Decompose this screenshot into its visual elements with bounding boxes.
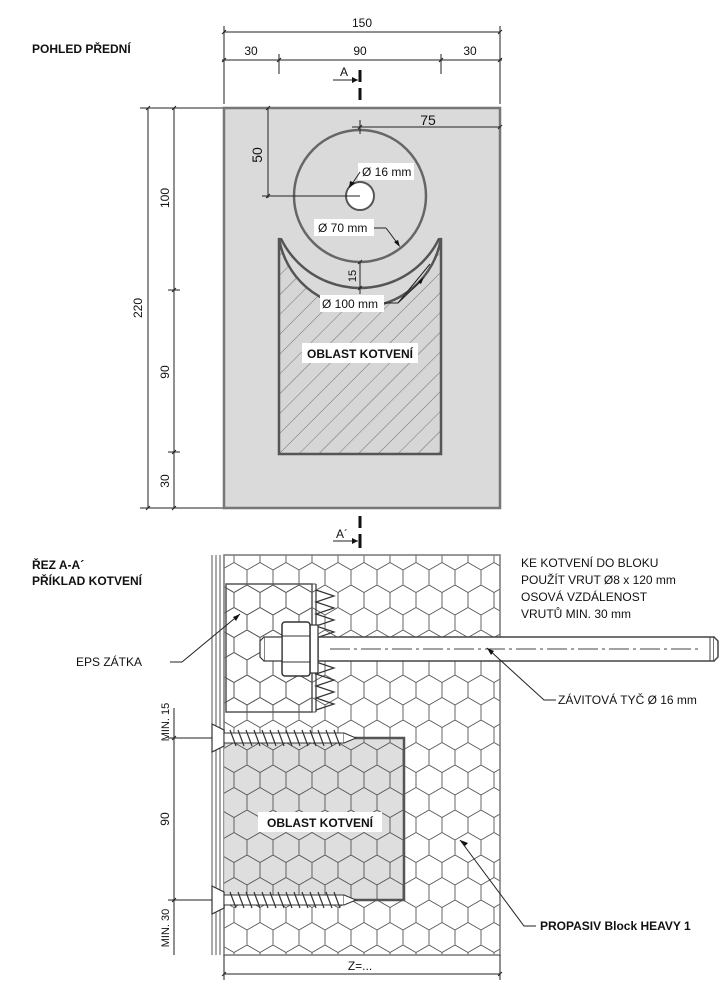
section-zone-label-bg: [258, 812, 382, 832]
hole-large-label-group: Ø 100 mm: [320, 263, 431, 312]
dim-50: 50: [249, 147, 265, 163]
eps-label: EPS ZÁTKA: [76, 654, 142, 669]
section-title-line2: PŘÍKLAD KOTVENÍ: [32, 573, 143, 588]
dim-height: 220: [131, 298, 145, 318]
section-title-line1: ŘEZ A-A´: [32, 557, 84, 572]
section-dim-min30: MIN. 30: [160, 909, 172, 948]
dim-total-width: 150: [352, 16, 372, 30]
section-zone-label: OBLAST KOTVENÍ: [267, 815, 374, 830]
note-line3: OSOVÁ VZDÁLENOST: [521, 589, 648, 604]
hole-small-label-group: Ø 16 mm: [349, 163, 414, 188]
screw-top: [211, 723, 358, 753]
hole-large-label: Ø 100 mm: [322, 297, 378, 311]
dim-90: 90: [158, 365, 172, 379]
section-mark-top: A: [333, 65, 362, 100]
svg-text:A´: A´: [336, 527, 348, 541]
section-mark-bottom: A´: [333, 516, 362, 548]
front-view: POHLED PŘEDNÍ 150 30 90 30 A: [32, 16, 503, 548]
rod-leader: [486, 647, 556, 701]
dim-100: 100: [158, 188, 172, 208]
front-zone-label-bg: [302, 343, 418, 363]
screw-bottom: [211, 885, 358, 915]
dim-right: 30: [463, 44, 477, 58]
dim-50-group: 50: [249, 105, 360, 199]
block-label: PROPASIV Block HEAVY 1: [540, 919, 691, 933]
note-line2: POUŽÍT VRUT Ø8 x 120 mm: [521, 572, 676, 587]
section-left-dimensions: MIN. 15 90 MIN. 30: [158, 703, 212, 955]
hole-small-label: Ø 16 mm: [362, 165, 411, 179]
dim-75: 75: [420, 112, 436, 128]
section-dim-z: Z=...: [348, 959, 372, 973]
section-view: ŘEZ A-A´ PŘÍKLAD KOTVENÍ: [32, 554, 719, 980]
dim-75-group: 75: [352, 112, 503, 134]
section-bottom-dimension: Z=...: [221, 955, 503, 980]
note-line1: KE KOTVENÍ DO BLOKU: [521, 555, 658, 570]
washer: [309, 624, 319, 674]
eps-leader: [170, 613, 241, 663]
section-dim-90: 90: [158, 812, 172, 826]
nut: [281, 621, 311, 677]
top-dimensions: 150 30 90 30: [221, 16, 503, 104]
dim-15-group: 15: [347, 259, 363, 294]
note-line4: VRUTŮ MIN. 30 mm: [521, 606, 631, 621]
dim-middle: 90: [353, 44, 367, 58]
rod-label: ZÁVITOVÁ TYČ Ø 16 mm: [558, 692, 697, 707]
front-view-title: POHLED PŘEDNÍ: [32, 41, 131, 56]
front-zone-label: OBLAST KOTVENÍ: [307, 346, 414, 361]
svg-text:A: A: [340, 65, 348, 79]
dim-15: 15: [347, 270, 359, 282]
block-leader: [459, 839, 536, 927]
section-dim-min15: MIN. 15: [160, 703, 172, 742]
dim-left: 30: [244, 44, 258, 58]
dim-30: 30: [158, 474, 172, 488]
left-dimensions: 220 100 90 30: [131, 105, 224, 511]
hole-mid-label: Ø 70 mm: [318, 221, 367, 235]
hole-mid-label-group: Ø 70 mm: [314, 219, 400, 247]
